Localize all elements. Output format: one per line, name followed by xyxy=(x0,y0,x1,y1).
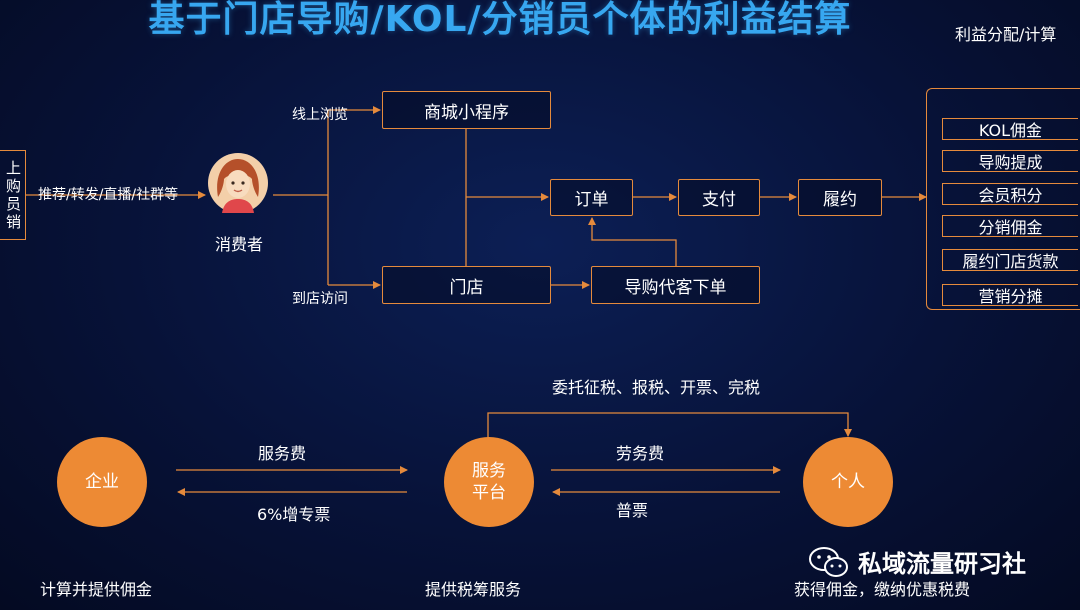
payment-node: 支付 xyxy=(678,179,760,216)
order-node: 订单 xyxy=(550,179,633,216)
normal-invoice-label: 普票 xyxy=(616,501,649,520)
page-subtitle: 利益分配/计算 xyxy=(955,25,1057,44)
wechat-icon xyxy=(809,546,848,577)
entrust-label: 委托征税、报税、开票、完税 xyxy=(552,378,761,397)
result-item: 营销分摊 xyxy=(942,284,1078,306)
watermark: 私域流量研习社 xyxy=(808,544,1026,579)
left-fragment-box: 上 购 员 销 xyxy=(0,150,26,240)
labor-fee-label: 劳务费 xyxy=(616,444,665,463)
left-fragment-line: 销 xyxy=(5,213,21,231)
individual-node: 个人 xyxy=(803,437,893,527)
platform-line: 服务 xyxy=(472,461,506,481)
offline-label: 到店访问 xyxy=(292,291,348,307)
result-item: 履约门店货款 xyxy=(942,249,1078,271)
consumer-avatar xyxy=(208,153,268,213)
left-fragment-line: 员 xyxy=(5,195,21,213)
entrust-arrow xyxy=(487,412,852,438)
watermark-text: 私域流量研习社 xyxy=(858,550,1026,578)
page-title: 基于门店导购/KOL/分销员个体的利益结算 xyxy=(148,0,852,40)
store-node: 门店 xyxy=(382,266,551,304)
guide-order-node: 导购代客下单 xyxy=(591,266,760,304)
platform-node: 服务 平台 xyxy=(444,437,534,527)
result-item: KOL佣金 xyxy=(942,118,1078,140)
result-item: 导购提成 xyxy=(942,150,1078,172)
individual-caption: 获得佣金，缴纳优惠税费 xyxy=(794,580,971,599)
consumer-label: 消费者 xyxy=(215,235,264,254)
left-fragment-line: 上 xyxy=(5,159,21,177)
left-fragment-line: 购 xyxy=(5,177,21,195)
results-panel xyxy=(926,88,1080,310)
guide-order-arrow xyxy=(588,217,677,266)
result-item: 分销佣金 xyxy=(942,215,1078,237)
vat-invoice-label: 6%增专票 xyxy=(257,505,331,524)
mini-program-node: 商城小程序 xyxy=(382,91,551,129)
avatar-icon xyxy=(208,153,268,213)
enterprise-caption: 计算并提供佣金 xyxy=(40,580,153,599)
service-fee-label: 服务费 xyxy=(258,444,307,463)
platform-line: 平台 xyxy=(472,483,506,503)
fulfillment-node: 履约 xyxy=(798,179,882,216)
online-label: 线上浏览 xyxy=(292,107,348,123)
platform-caption: 提供税筹服务 xyxy=(425,580,522,599)
channel-label: 推荐/转发/直播/社群等 xyxy=(38,187,179,203)
enterprise-node: 企业 xyxy=(57,437,147,527)
result-item: 会员积分 xyxy=(942,183,1078,205)
